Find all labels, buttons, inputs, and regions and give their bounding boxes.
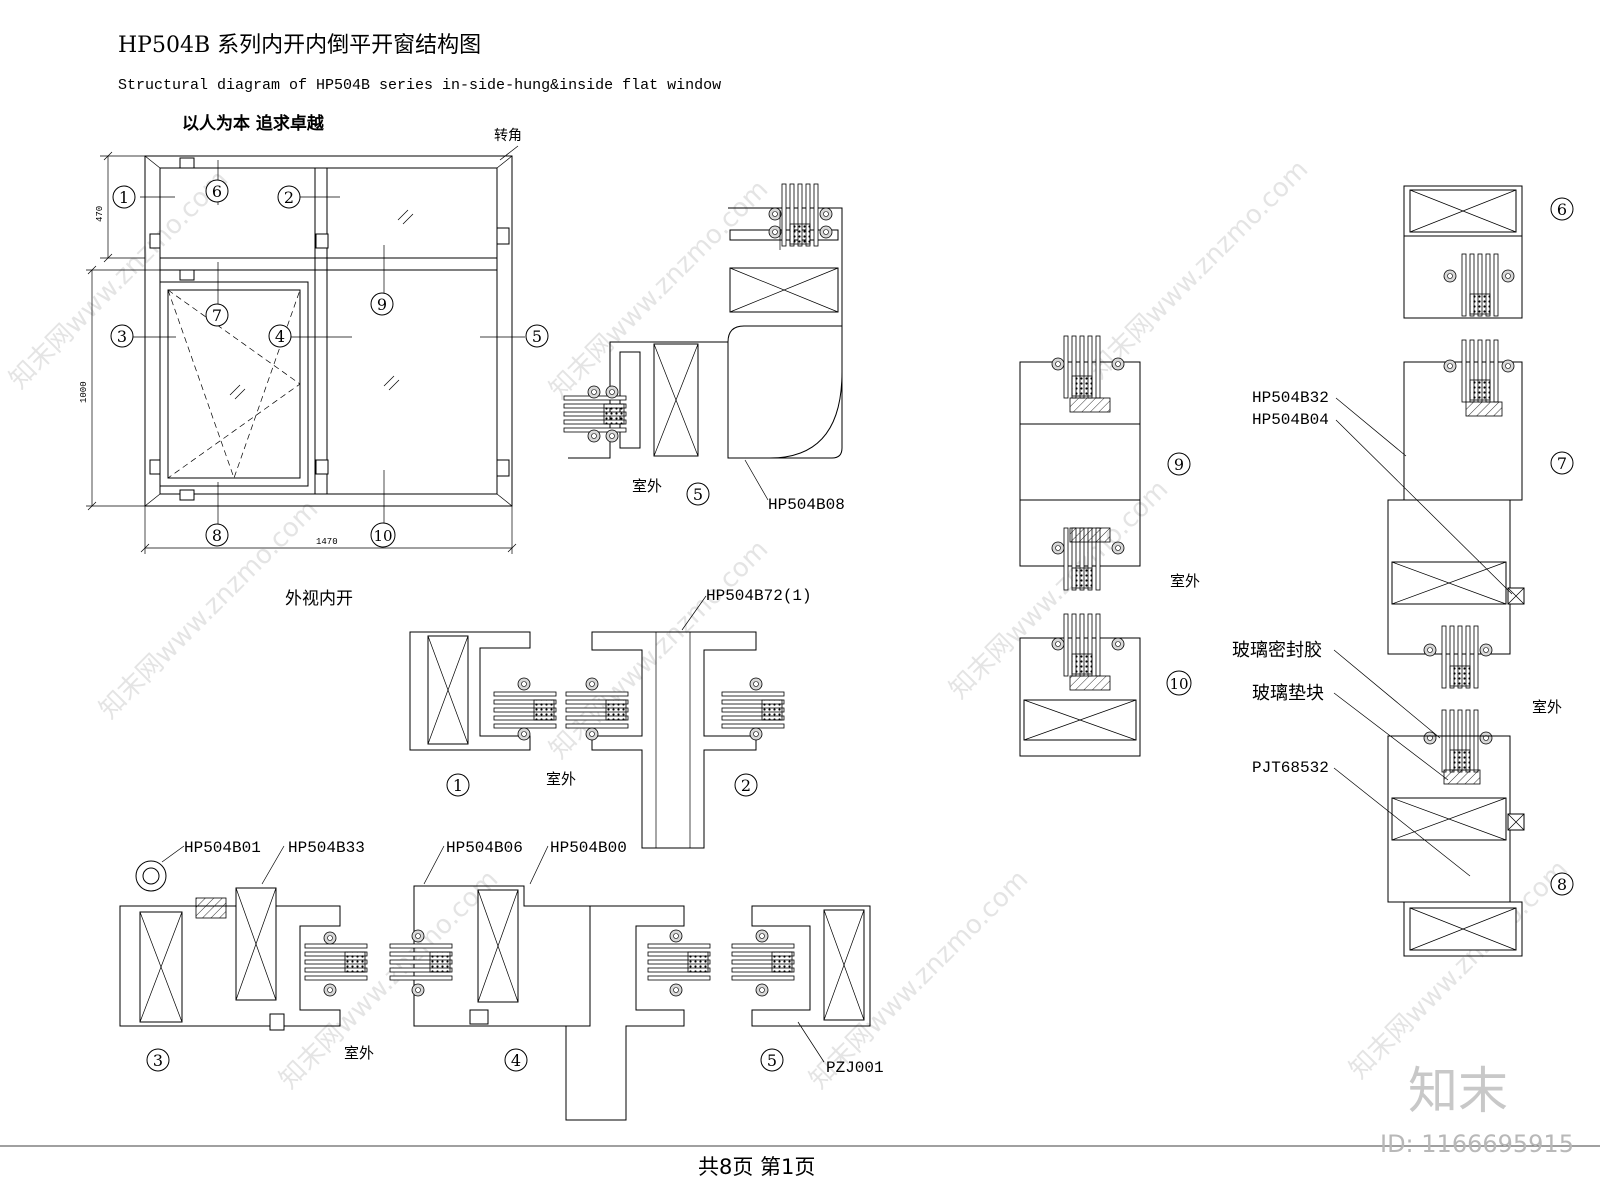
svg-text:2: 2 <box>741 776 751 795</box>
label-b06: HP504B06 <box>446 839 523 857</box>
svg-text:9: 9 <box>1174 455 1184 474</box>
label-b32: HP504B32 <box>1252 389 1329 407</box>
svg-text:1: 1 <box>119 188 129 207</box>
section-9-10 <box>1019 335 1141 757</box>
svg-text:10: 10 <box>373 527 392 545</box>
elevation-callouts: 1 6 2 3 7 4 9 5 8 10 <box>110 179 549 548</box>
watermark-text: 知末网www.znzmo.com <box>1084 154 1315 385</box>
section-6-7-8 <box>1387 185 1525 957</box>
svg-text:8: 8 <box>212 526 222 545</box>
label-pzj: PZJ001 <box>826 1059 884 1077</box>
label-b08: HP504B08 <box>768 496 845 514</box>
sec78-outdoor: 室外 <box>1532 698 1562 716</box>
page-footer: 共8页 第1页 <box>698 1155 815 1179</box>
dim-width: 1470 <box>316 537 338 547</box>
svg-text:5: 5 <box>767 1051 777 1070</box>
svg-text:3: 3 <box>117 327 127 346</box>
corner-label: 转角 <box>494 128 522 144</box>
svg-text:8: 8 <box>1557 875 1567 894</box>
slogan: 以人为本 追求卓越 <box>182 113 325 134</box>
dim-lower-height: 1000 <box>79 381 89 403</box>
sec345-outdoor: 室外 <box>344 1044 374 1062</box>
section-corner-5 <box>563 183 843 459</box>
label-b33: HP504B33 <box>288 839 365 857</box>
label-b04: HP504B04 <box>1252 411 1329 429</box>
title-cn: HP504B 系列内开内倒平开窗结构图 <box>118 33 481 58</box>
sec12-outdoor: 室外 <box>546 770 576 788</box>
svg-text:7: 7 <box>212 306 222 325</box>
svg-text:9: 9 <box>377 295 387 314</box>
svg-text:5: 5 <box>532 327 542 346</box>
title-en: Structural diagram of HP504B series in-s… <box>118 77 721 94</box>
label-pjt: PJT68532 <box>1252 759 1329 777</box>
svg-text:4: 4 <box>511 1051 521 1070</box>
svg-text:6: 6 <box>212 182 222 201</box>
dim-top-height: 470 <box>95 206 105 222</box>
svg-text:6: 6 <box>1557 200 1567 219</box>
label-b00: HP504B00 <box>550 839 627 857</box>
label-sealant: 玻璃密封胶 <box>1232 640 1322 661</box>
watermark-brand: 知末 <box>1408 1062 1508 1120</box>
dimensions: 470 1000 1470 <box>79 151 517 554</box>
label-b01: HP504B01 <box>184 839 261 857</box>
watermark-text: 知末网www.znzmo.com <box>1344 854 1575 1085</box>
section-1-2 <box>409 631 785 849</box>
svg-text:2: 2 <box>284 188 294 207</box>
label-b72: HP504B72(1) <box>706 587 812 605</box>
section-3-4-5 <box>119 860 871 1121</box>
svg-text:3: 3 <box>153 1051 163 1070</box>
label-block: 玻璃垫块 <box>1252 683 1324 704</box>
elevation-caption: 外视内开 <box>285 589 353 609</box>
corner-outdoor: 室外 <box>632 477 662 495</box>
watermark-id: ID: 1166695915 <box>1380 1130 1574 1158</box>
svg-text:5: 5 <box>693 485 703 504</box>
svg-text:1: 1 <box>453 776 463 795</box>
svg-text:4: 4 <box>275 327 285 346</box>
sec9-outdoor: 室外 <box>1170 572 1200 590</box>
svg-text:7: 7 <box>1557 454 1567 473</box>
svg-text:10: 10 <box>1169 675 1188 693</box>
